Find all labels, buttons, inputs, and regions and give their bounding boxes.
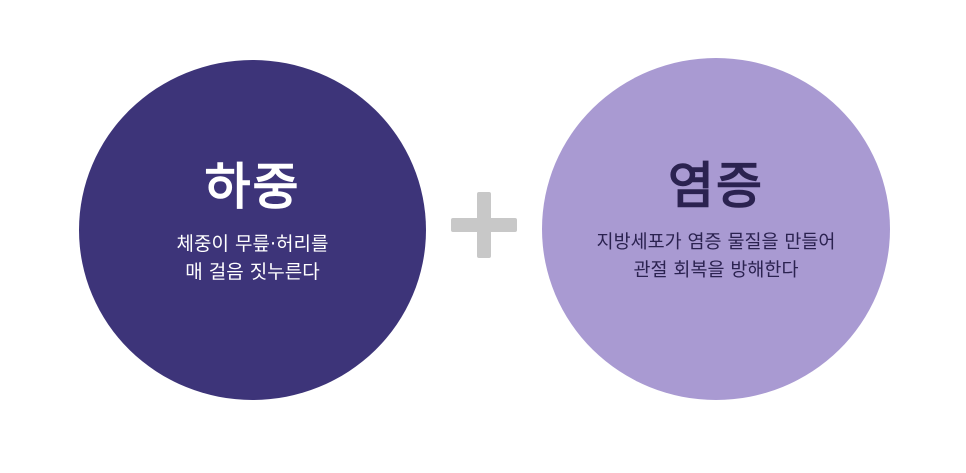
inflammation-circle: 염증 지방세포가 염증 물질을 만들어 관절 회복을 방해한다 (542, 58, 890, 400)
plus-icon (451, 192, 517, 258)
plus-icon-vertical-bar (477, 192, 491, 258)
load-circle: 하중 체중이 무릎·허리를 매 걸음 짓누른다 (79, 60, 426, 400)
inflammation-description: 지방세포가 염증 물질을 만들어 관절 회복을 방해한다 (597, 229, 836, 285)
load-description: 체중이 무릎·허리를 매 걸음 짓누른다 (177, 230, 329, 286)
load-description-line-2: 매 걸음 짓누른다 (185, 261, 320, 283)
inflammation-title: 염증 (668, 157, 764, 215)
inflammation-description-line-1: 지방세포가 염증 물질을 만들어 (596, 232, 836, 253)
load-title: 하중 (204, 158, 301, 216)
load-description-line-1: 체중이 무릎·허리를 (176, 233, 329, 255)
inflammation-description-line-2: 관절 회복을 방해한다 (633, 260, 799, 281)
